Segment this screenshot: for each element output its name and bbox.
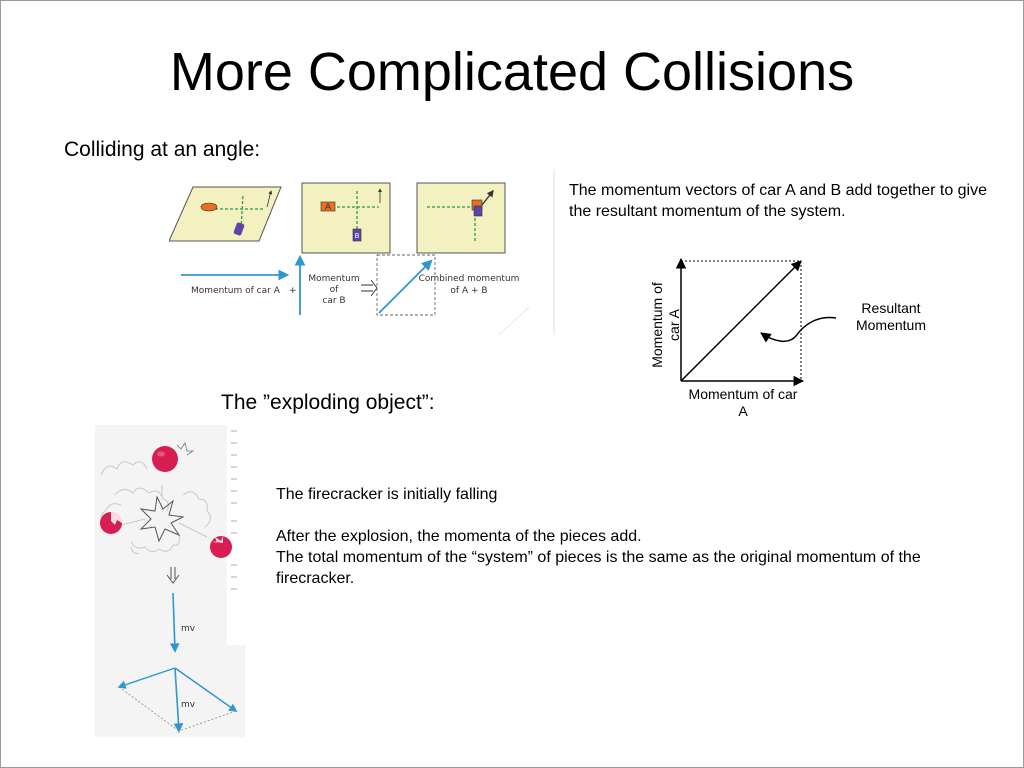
vector-b-label-1: Momentum <box>308 274 359 284</box>
colliding-angle-heading: Colliding at an angle: <box>64 138 261 161</box>
resultant-pointer-arrow <box>760 316 837 343</box>
firecracker-figure: mv mv <box>95 425 245 737</box>
collision-panel-2: A B <box>301 182 391 254</box>
combined-label-2: of A + B <box>450 286 487 296</box>
vectors-paragraph: The momentum vectors of car A and B add … <box>569 182 988 220</box>
slide-title: More Complicated Collisions <box>169 42 855 102</box>
vector-b-label-3: car B <box>322 296 345 306</box>
y-axis-label: Momentum of car A <box>641 271 691 379</box>
paragraph-spacer <box>276 505 936 526</box>
car-b-label: B <box>355 232 360 240</box>
mv-label-2: mv <box>181 700 196 710</box>
firecracker-line-2: After the explosion, the momenta of the … <box>276 528 642 545</box>
car-a-label: A <box>325 203 332 213</box>
vector-b-label-2: of <box>330 285 340 295</box>
x-axis-label: Momentum of car A <box>688 386 798 419</box>
firecracker-paragraph: The firecracker is initially falling Aft… <box>276 484 936 589</box>
mv-label-1: mv <box>181 624 196 634</box>
plus-sign: + <box>289 286 297 296</box>
vector-a-label: Momentum of car A <box>191 286 281 296</box>
resultant-label: Resultant Momentum <box>855 300 927 333</box>
combined-label-1: Combined momentum <box>419 274 520 284</box>
y-axis-label-text: Momentum of car A <box>649 282 682 368</box>
car-collision-figure: A B Momentum of car A + Momentum of car … <box>169 169 555 335</box>
vector-addition-diagram <box>675 257 837 387</box>
exploding-object-heading: The ”exploding object”: <box>221 391 435 414</box>
firecracker-line-3: The total momentum of the “system” of pi… <box>276 549 921 587</box>
firecracker-line-1: The firecracker is initially falling <box>276 486 498 503</box>
implies-arrow-icon <box>361 279 378 297</box>
collision-panel-3 <box>416 182 506 254</box>
collision-panel-1 <box>169 186 282 242</box>
resultant-arrow <box>680 260 802 382</box>
